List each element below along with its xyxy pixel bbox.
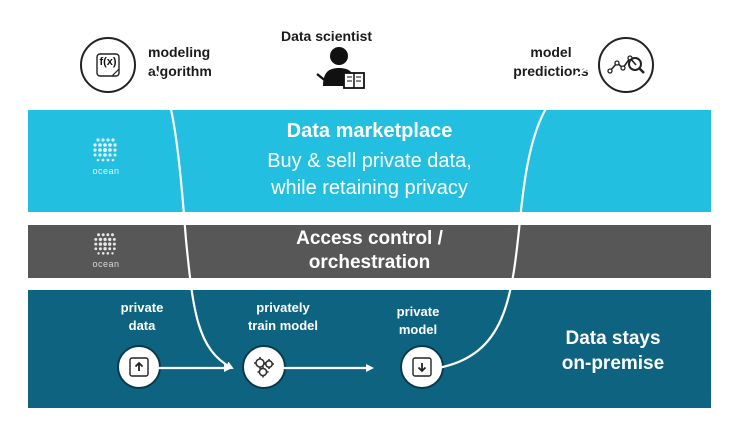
marketplace-subtitle-line2: while retaining privacy [271, 177, 468, 199]
database-upload-icon [129, 357, 149, 377]
fx-node: f(x) [80, 37, 136, 93]
data-marketplace-band: ocean Data marketplace Buy & sell privat… [28, 110, 711, 212]
train-model-label-line2: train model [247, 318, 319, 333]
private-model-label-line2: model [398, 322, 438, 337]
modeling-algorithm-line2: algorithm [148, 63, 212, 79]
fx-icon [96, 53, 120, 77]
on-premise-band: private data privately train model priva… [28, 290, 711, 408]
predictions-node [598, 37, 654, 93]
ocean-logo-icon: ocean [86, 137, 126, 176]
train-model-label-line1: privately [256, 300, 310, 315]
data-stays-line2: on-premise [561, 353, 665, 374]
train-model-node [242, 345, 286, 389]
ocean-logo-text: ocean [92, 259, 120, 269]
database-download-icon [412, 357, 432, 377]
marketplace-subtitle-line1: Buy & sell private data, [267, 150, 472, 172]
person-reading-icon [311, 46, 371, 99]
access-title-line2: orchestration [308, 252, 431, 273]
private-model-label-line1: private [396, 304, 440, 319]
ocean-logo-icon: ocean [86, 232, 126, 269]
private-data-node [117, 345, 161, 389]
modeling-algorithm-line1: modeling [148, 44, 211, 60]
gears-icon [254, 357, 274, 378]
access-title-line1: Access control / [296, 228, 443, 249]
marketplace-title: Data marketplace [286, 120, 453, 142]
access-control-band: ocean Access control / orchestration [28, 225, 711, 278]
model-predictions-line2: predictions [513, 63, 589, 79]
private-data-label-line2: data [128, 318, 156, 333]
private-data-label-line1: private [120, 300, 164, 315]
fx-text: f(x) [99, 56, 117, 68]
private-model-node [400, 345, 444, 389]
data-stays-line1: Data stays [565, 328, 661, 349]
data-scientist-label: Data scientist [281, 28, 373, 44]
prediction-chart-icon [607, 55, 645, 74]
ocean-logo-text: ocean [92, 166, 120, 176]
model-predictions-line1: model [530, 44, 572, 60]
